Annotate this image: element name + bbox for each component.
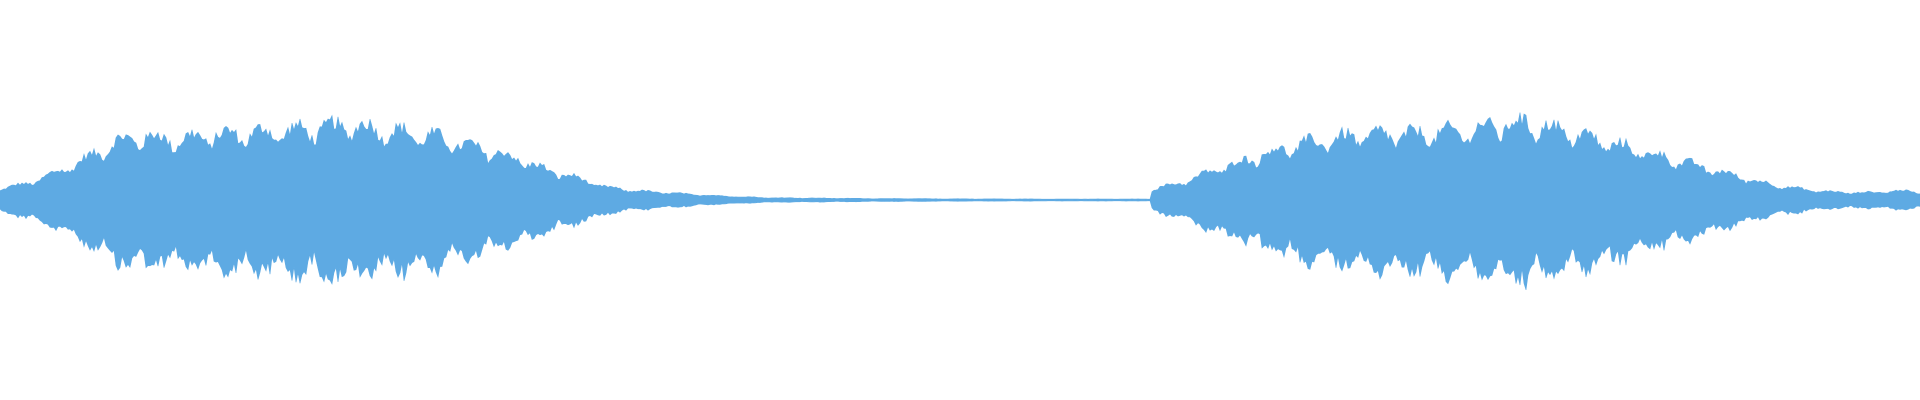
waveform-shape	[0, 112, 1920, 290]
